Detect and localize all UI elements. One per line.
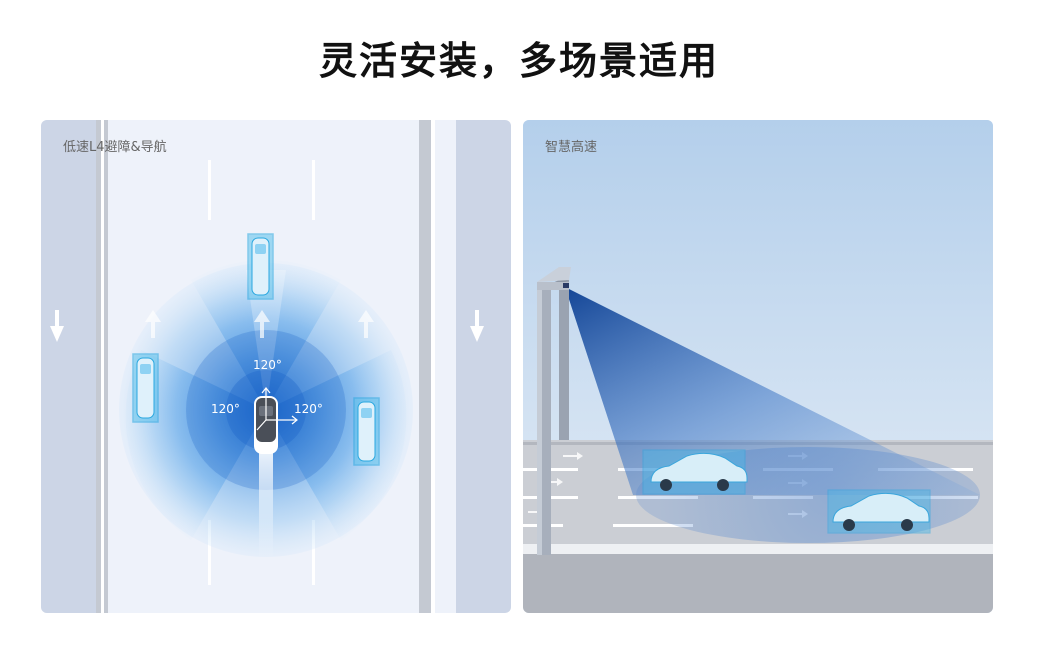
detected-car-1 (642, 449, 748, 495)
right-side-lane (456, 120, 511, 613)
sensor-beam (565, 287, 980, 495)
scene-label-low-speed: 低速L4避障&导航 (63, 140, 167, 155)
down-arrow-icon-right (470, 310, 484, 342)
scene-card-highway: 智慧高速 (523, 120, 993, 613)
scene-label-highway: 智慧高速 (545, 140, 598, 155)
angle-label-left: 120° (211, 402, 240, 416)
sensor-axes-icon (256, 387, 298, 431)
sensor-gantry (537, 267, 571, 555)
highway-illustration (523, 120, 993, 613)
page-title: 灵活安装，多场景适用 (318, 39, 719, 83)
left-side-lane (41, 120, 96, 613)
detected-vehicle-top (247, 233, 274, 300)
low-speed-illustration: 120° 120° 120° (41, 120, 511, 613)
angle-label-front: 120° (253, 358, 282, 372)
down-arrow-icon-left (50, 310, 64, 342)
angle-label-right: 120° (294, 402, 323, 416)
scene-card-low-speed: 120° 120° 120° 低速L4避障&导航 (41, 120, 511, 613)
detected-car-2 (827, 489, 931, 534)
detected-vehicle-right (353, 397, 380, 466)
detected-vehicle-left (132, 353, 159, 423)
